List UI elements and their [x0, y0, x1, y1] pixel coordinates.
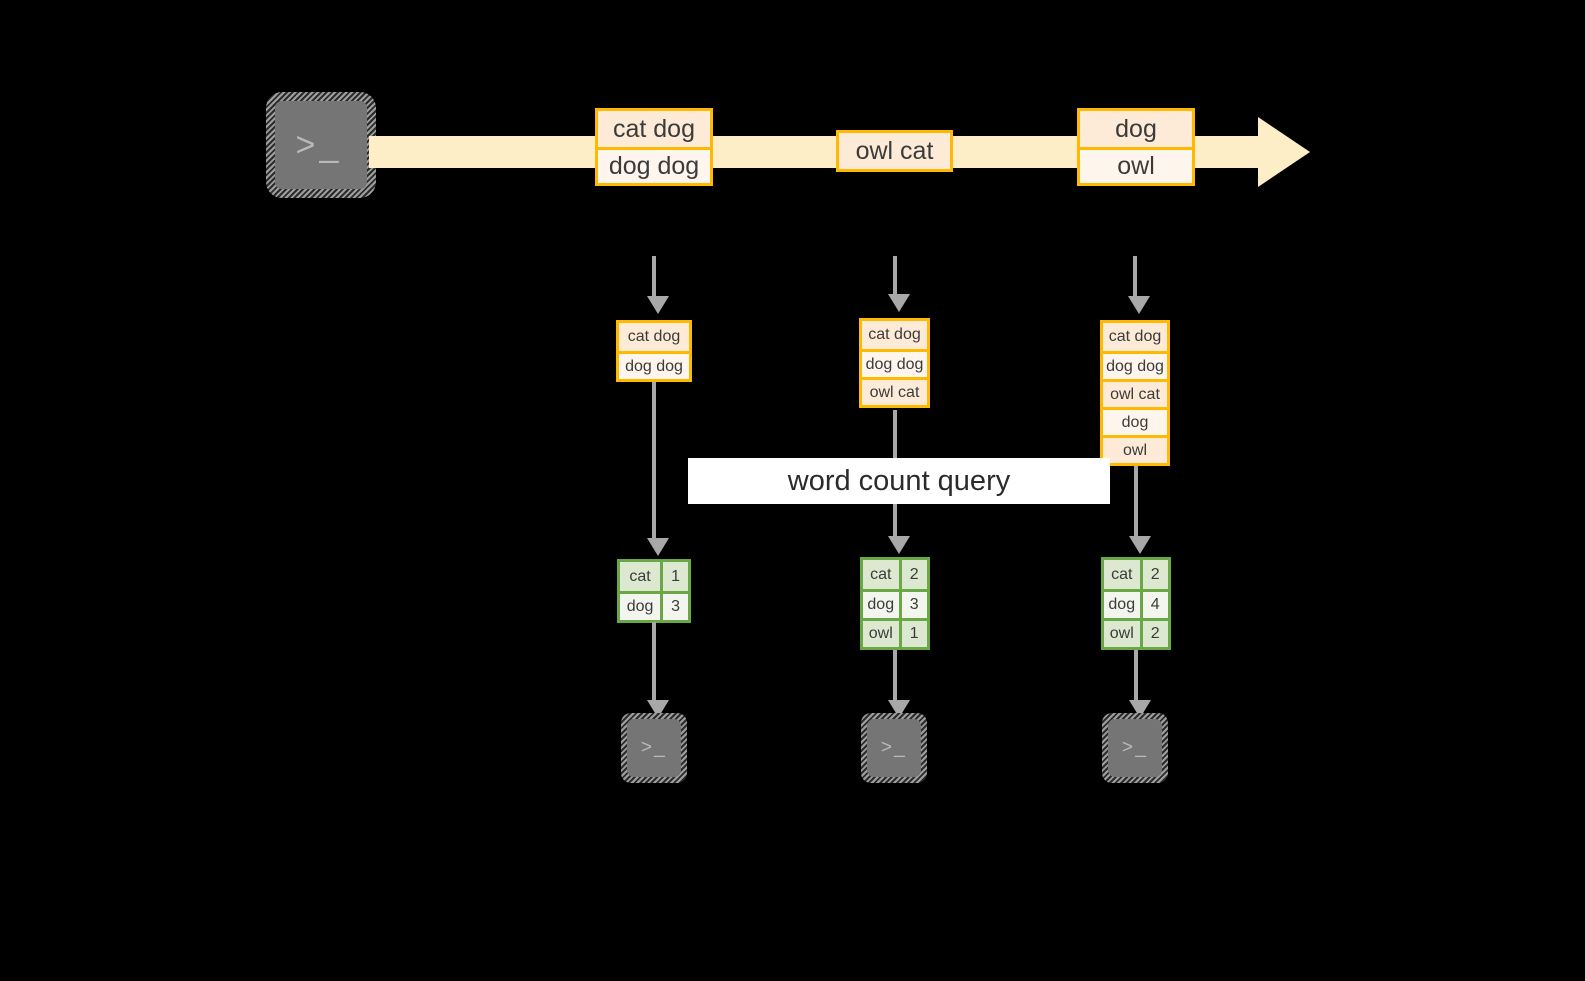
input-stack-row: owl cat — [862, 377, 927, 405]
drop-arrowhead-1 — [647, 296, 669, 314]
sink-connector-1 — [652, 622, 656, 704]
table-row: cat 2 — [1104, 560, 1168, 589]
sink-connector-2 — [893, 650, 897, 704]
query-arrowhead-1 — [647, 538, 669, 556]
stream-event-line: cat dog — [598, 111, 710, 147]
terminal-prompt-glyph: >_ — [295, 125, 343, 164]
input-stack-row: cat dog — [862, 321, 927, 349]
input-stack-row: owl cat — [1103, 379, 1167, 407]
result-word: dog — [863, 592, 902, 618]
terminal-prompt-glyph: >_ — [640, 737, 668, 758]
table-row: dog 3 — [620, 591, 688, 620]
result-table-3[interactable]: cat 2 dog 4 owl 2 — [1101, 557, 1171, 650]
table-row: cat 2 — [863, 560, 927, 589]
result-table-2[interactable]: cat 2 dog 3 owl 1 — [860, 557, 930, 650]
result-count: 4 — [1142, 592, 1168, 618]
result-word: cat — [863, 560, 902, 589]
result-count: 1 — [901, 621, 927, 647]
result-word: owl — [863, 621, 902, 647]
sink-connector-3 — [1134, 650, 1138, 704]
drop-connector-3 — [1133, 256, 1137, 296]
terminal-prompt-glyph: >_ — [1121, 737, 1149, 758]
stream-event-line: dog dog — [598, 147, 710, 183]
terminal-screen — [275, 101, 367, 189]
stream-event-box-2[interactable]: owl cat — [836, 130, 953, 172]
sink-terminal-icon-1[interactable]: >_ — [621, 713, 687, 783]
stream-event-box-1[interactable]: cat dog dog dog — [595, 108, 713, 186]
terminal-screen — [627, 719, 681, 777]
terminal-screen — [1108, 719, 1162, 777]
result-word: cat — [620, 562, 664, 591]
input-stack-row: cat dog — [619, 323, 689, 351]
stream-timeline-arrowhead — [1258, 117, 1310, 187]
drop-connector-1 — [652, 256, 656, 296]
drop-arrowhead-2 — [888, 294, 910, 312]
result-table-1[interactable]: cat 1 dog 3 — [617, 559, 691, 623]
table-row: owl 1 — [863, 618, 927, 647]
input-stack-3[interactable]: cat dog dog dog owl cat dog owl — [1100, 320, 1170, 466]
terminal-screen — [867, 719, 921, 777]
input-stack-row: dog dog — [1103, 351, 1167, 379]
query-arrowhead-3 — [1129, 536, 1151, 554]
query-connector-3 — [1134, 466, 1138, 540]
result-count: 2 — [901, 560, 927, 589]
result-count: 3 — [901, 592, 927, 618]
result-count: 1 — [663, 562, 688, 591]
terminal-prompt-glyph: >_ — [880, 737, 908, 758]
source-terminal-icon[interactable]: >_ — [266, 92, 376, 198]
input-stack-row: dog — [1103, 407, 1167, 435]
query-connector-1 — [652, 382, 656, 542]
sink-terminal-icon-3[interactable]: >_ — [1102, 713, 1168, 783]
result-word: dog — [620, 594, 664, 620]
result-word: dog — [1104, 592, 1143, 618]
query-label: word count query — [787, 464, 1011, 497]
stream-event-line: owl cat — [839, 133, 950, 169]
drop-arrowhead-3 — [1128, 296, 1150, 314]
query-label-band: word count query — [688, 458, 1110, 504]
sink-terminal-icon-2[interactable]: >_ — [861, 713, 927, 783]
input-stack-row: owl — [1103, 435, 1167, 463]
input-stack-row: dog dog — [862, 349, 927, 377]
input-stack-row: cat dog — [1103, 323, 1167, 351]
table-row: cat 1 — [620, 562, 688, 591]
stream-event-box-3[interactable]: dog owl — [1077, 108, 1195, 186]
input-stack-1[interactable]: cat dog dog dog — [616, 320, 692, 382]
table-row: dog 3 — [863, 589, 927, 618]
stream-event-line: owl — [1080, 147, 1192, 183]
drop-connector-2 — [893, 256, 897, 294]
result-count: 2 — [1142, 621, 1168, 647]
result-word: cat — [1104, 560, 1143, 589]
result-word: owl — [1104, 621, 1143, 647]
table-row: owl 2 — [1104, 618, 1168, 647]
stream-event-line: dog — [1080, 111, 1192, 147]
input-stack-2[interactable]: cat dog dog dog owl cat — [859, 318, 930, 408]
table-row: dog 4 — [1104, 589, 1168, 618]
query-arrowhead-2 — [888, 536, 910, 554]
result-count: 2 — [1142, 560, 1168, 589]
result-count: 3 — [663, 594, 688, 620]
input-stack-row: dog dog — [619, 351, 689, 379]
